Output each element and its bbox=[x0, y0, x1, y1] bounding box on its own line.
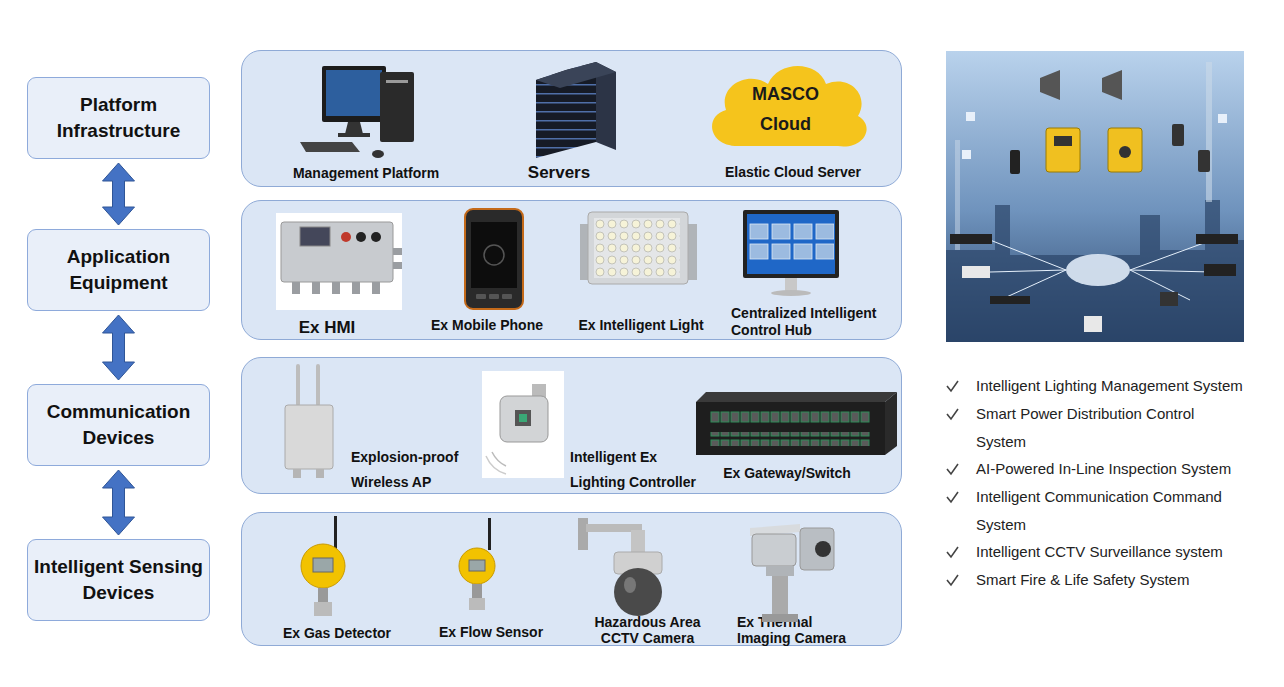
system-illustration bbox=[946, 51, 1244, 342]
layer-band: Ex HMI Ex Mobile PhoneEx Intelligent Ligh… bbox=[241, 200, 902, 340]
cloud-label: MASCO Cloud bbox=[746, 79, 826, 139]
cloud-outline bbox=[698, 56, 873, 156]
double-arrow bbox=[103, 315, 135, 380]
checkmark bbox=[947, 575, 958, 585]
chimney bbox=[1206, 62, 1212, 202]
checkmark bbox=[947, 464, 958, 474]
layer-title: Intelligent Sensing Devices bbox=[28, 554, 209, 606]
plant-silhouette bbox=[946, 200, 1244, 342]
layer-title: Platform Infrastructure bbox=[28, 92, 209, 144]
device-caption: Intelligent Ex Lighting Controller bbox=[570, 445, 715, 495]
layer-title: Application Equipment bbox=[28, 244, 209, 296]
device-caption: Ex Thermal Imaging Camera bbox=[737, 614, 862, 646]
device-icon bbox=[1218, 114, 1227, 123]
checkmark bbox=[947, 492, 958, 502]
system-list-item: AI-Powered In-Line Inspection System bbox=[976, 455, 1281, 483]
network-device bbox=[962, 266, 990, 278]
double-arrow bbox=[103, 470, 135, 535]
network-device bbox=[950, 234, 992, 244]
double-arrow bbox=[103, 163, 135, 225]
device-caption: Servers bbox=[509, 164, 609, 181]
system-list-item: Smart Fire & Life Safety System bbox=[976, 566, 1281, 594]
layer-box: Intelligent Sensing Devices bbox=[27, 539, 210, 621]
mobile-handset bbox=[1198, 150, 1210, 172]
horn-speaker bbox=[1102, 70, 1122, 100]
cloud-fill bbox=[712, 66, 867, 146]
device-caption: Management Platform bbox=[266, 165, 466, 182]
device-icon bbox=[966, 112, 975, 121]
ex-telephone bbox=[1046, 128, 1080, 172]
device-caption: Ex Intelligent Light bbox=[561, 317, 721, 334]
checkmarks bbox=[947, 381, 958, 585]
device-caption: Hazardous Area CCTV Camera bbox=[585, 614, 710, 646]
network-cloud bbox=[1066, 254, 1130, 286]
device-caption: Centralized Intelligent Control Hub bbox=[731, 305, 906, 339]
phone-button bbox=[1119, 146, 1131, 158]
layer-box: Application Equipment bbox=[27, 229, 210, 311]
ex-telephone bbox=[1108, 128, 1142, 172]
radio-handset bbox=[1010, 150, 1020, 174]
device-caption: Ex Gateway/Switch bbox=[707, 465, 867, 482]
layer-band: Ex Gas Detector Ex Flow Sensor Hazardous A… bbox=[241, 512, 902, 646]
network-device bbox=[1196, 234, 1238, 244]
network-links bbox=[990, 240, 1212, 300]
system-list-item: Intelligent Lighting Management System bbox=[976, 372, 1281, 400]
network-device bbox=[1204, 264, 1236, 276]
system-list-item: Intelligent Communication Command System bbox=[976, 483, 1266, 539]
device-caption: Ex HMI bbox=[277, 319, 377, 336]
chimney bbox=[955, 140, 960, 250]
phone-keypad bbox=[1054, 136, 1072, 146]
network-device bbox=[990, 296, 1030, 304]
layer-title: Communication Devices bbox=[28, 399, 209, 451]
network-device bbox=[1084, 316, 1102, 332]
device-caption: Elastic Cloud Server bbox=[703, 164, 883, 181]
mobile-handset bbox=[1172, 124, 1184, 146]
cloud-shape: MASCO Cloud bbox=[698, 56, 873, 156]
horn-speaker bbox=[1040, 70, 1060, 100]
checkmark bbox=[947, 409, 958, 419]
checkmark bbox=[947, 381, 958, 391]
illustration-background bbox=[946, 51, 1244, 342]
device-caption: Explosion-proof Wireless AP bbox=[351, 445, 476, 495]
checkmark bbox=[947, 547, 958, 557]
layer-band: Explosion-proof Wireless AP Intelligent E… bbox=[241, 357, 902, 494]
device-caption: Ex Flow Sensor bbox=[431, 624, 551, 641]
device-caption: Ex Mobile Phone bbox=[412, 317, 562, 334]
device-icon bbox=[962, 150, 971, 159]
layer-band: MASCO CloudManagement Platform Servers Ela… bbox=[241, 50, 902, 187]
device-caption: Ex Gas Detector bbox=[277, 625, 397, 642]
layer-box: Communication Devices bbox=[27, 384, 210, 466]
system-list-item: Smart Power Distribution Control System bbox=[976, 400, 1236, 456]
layer-box: Platform Infrastructure bbox=[27, 77, 210, 159]
system-list-item: Intelligent CCTV Surveillance system bbox=[976, 538, 1281, 566]
network-device bbox=[1160, 292, 1178, 306]
